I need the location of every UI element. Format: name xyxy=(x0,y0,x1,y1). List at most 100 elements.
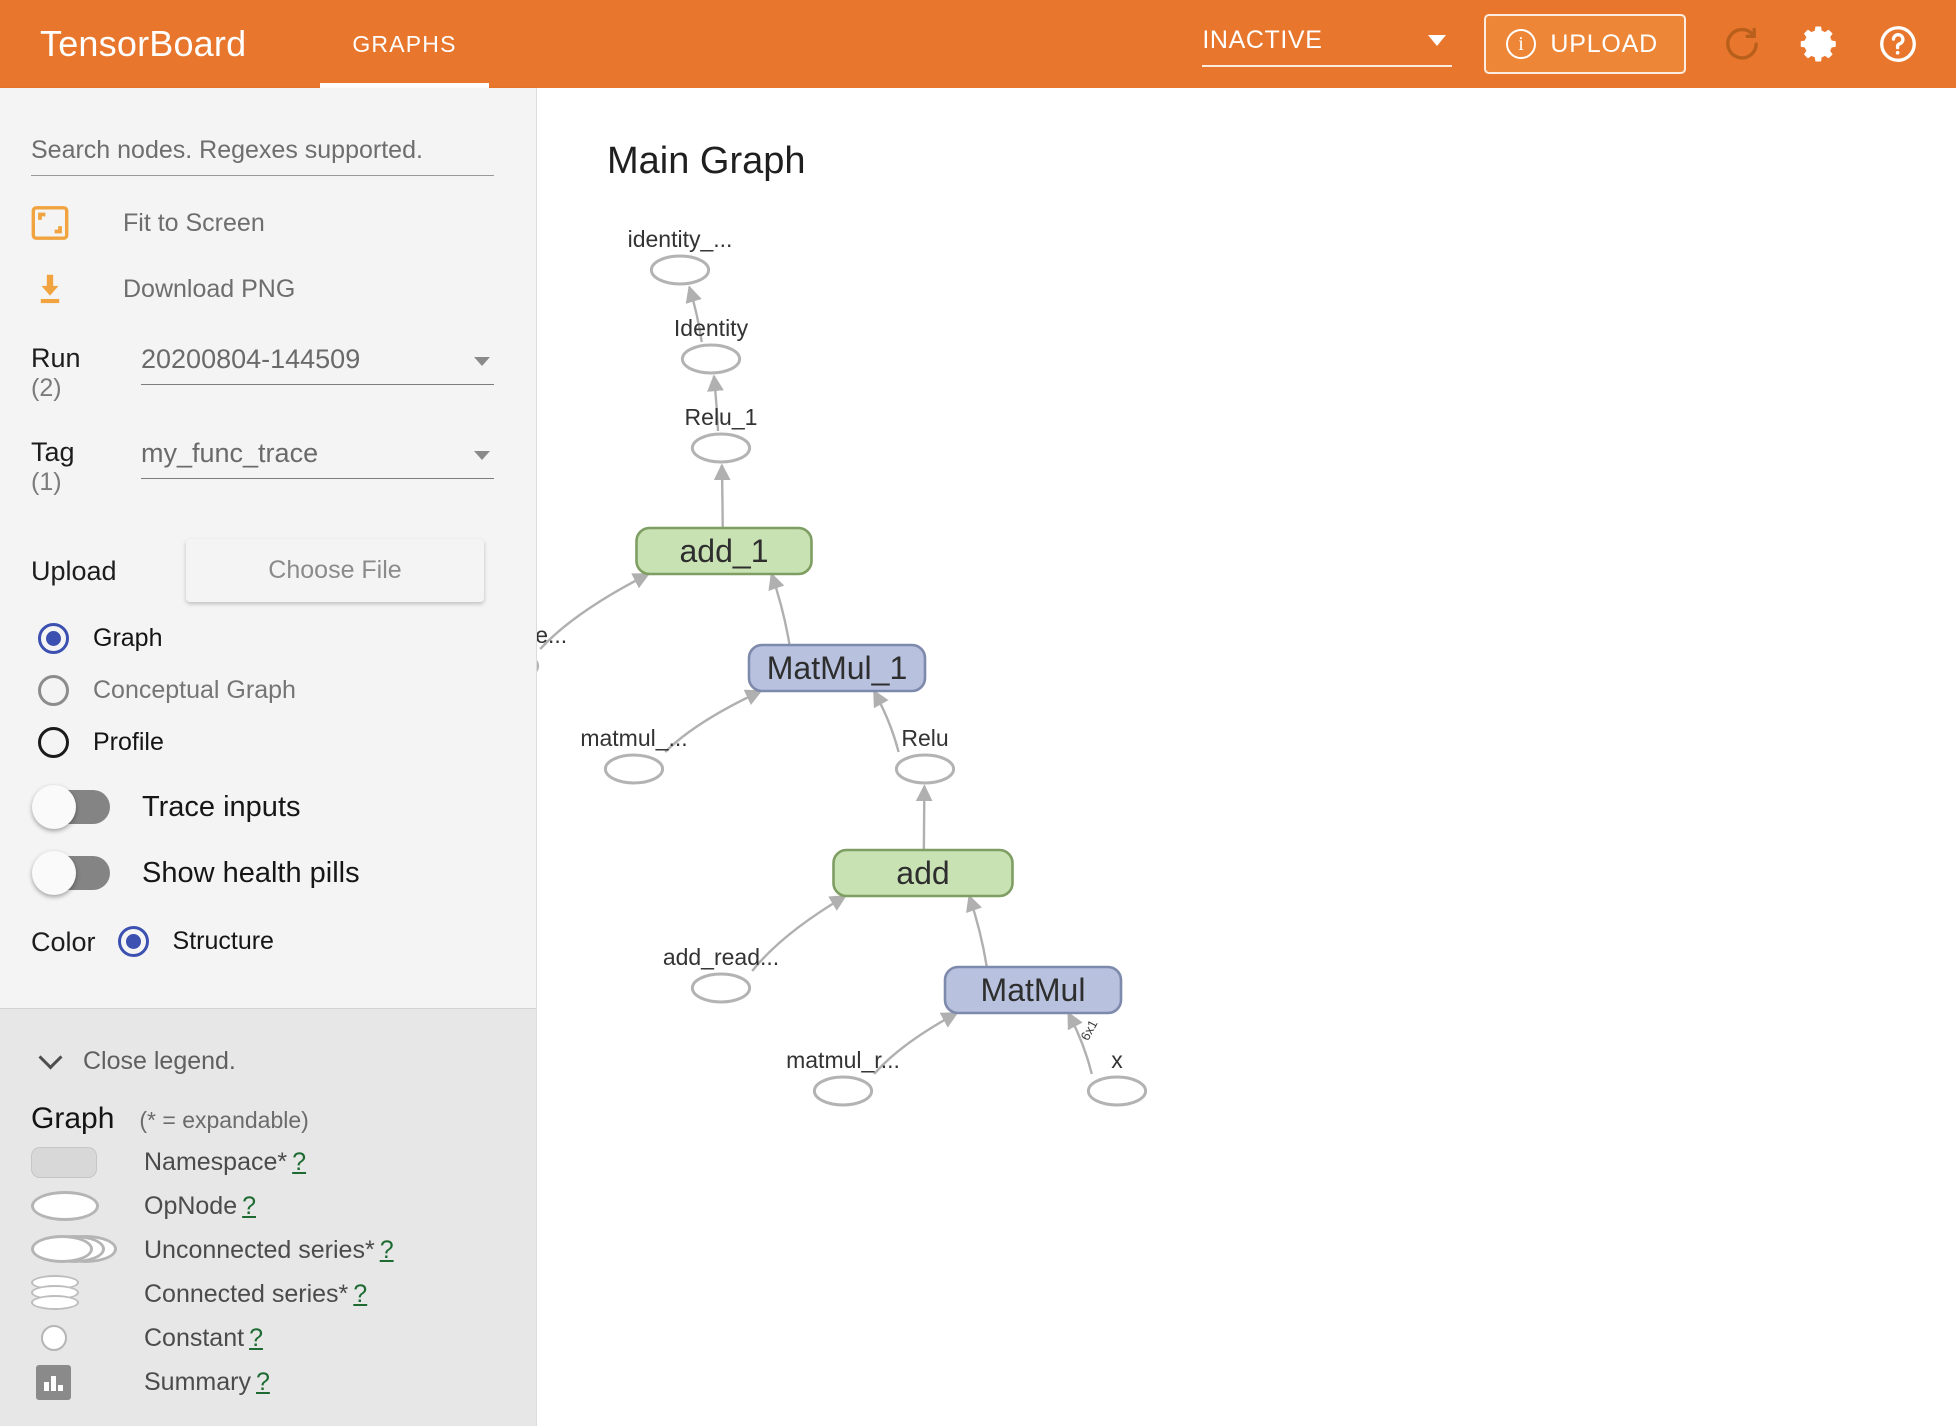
close-legend-button[interactable]: Close legend. xyxy=(38,1045,536,1076)
fit-to-screen-button[interactable]: Fit to Screen xyxy=(31,206,536,240)
graph-node-MatMul_1[interactable]: MatMul_1 xyxy=(747,643,927,693)
legend-item-namespace: Namespace*? xyxy=(31,1144,536,1180)
graph-edge xyxy=(707,374,724,432)
radio-conceptual-graph-icon xyxy=(38,675,69,707)
legend-label-opnode: OpNode xyxy=(144,1191,238,1220)
tag-label-group: Tag (1) xyxy=(31,437,141,496)
close-legend-label: Close legend. xyxy=(83,1047,236,1075)
radio-graph-label: Graph xyxy=(93,624,163,653)
page-title: Main Graph xyxy=(607,140,806,182)
radio-graph[interactable]: Graph xyxy=(38,623,536,655)
node-label: add_read... xyxy=(663,944,779,970)
show-health-pills-label: Show health pills xyxy=(142,856,360,889)
run-value: 20200804-144509 xyxy=(141,344,361,374)
graph-edge xyxy=(966,894,988,968)
graph-node-matmul_readvariableop[interactable]: matmul_... xyxy=(580,725,688,785)
node-label: add_1 xyxy=(680,533,769,569)
node-shape xyxy=(537,660,540,672)
legend-item-opnode: OpNode? xyxy=(31,1188,536,1224)
download-png-button[interactable]: Download PNG xyxy=(31,270,536,308)
download-icon xyxy=(40,274,60,304)
toggle-show-health-pills[interactable]: Show health pills xyxy=(32,851,536,896)
chevron-down-icon xyxy=(1428,34,1447,46)
graph-node-matmul_readvariableop_1[interactable]: matmul_r... xyxy=(786,1047,900,1107)
node-label: x xyxy=(1111,1047,1123,1073)
tab-graphs[interactable]: GRAPHS xyxy=(320,0,490,88)
run-label-group: Run (2) xyxy=(31,344,141,402)
help-link[interactable]: ? xyxy=(242,1191,257,1220)
graph-edge xyxy=(713,463,731,529)
node-shape xyxy=(832,848,1014,898)
legend-item-constant: Constant? xyxy=(31,1320,536,1356)
search-input[interactable] xyxy=(31,136,494,176)
node-label: MatMul_1 xyxy=(767,650,908,686)
upload-field: Upload Choose File xyxy=(31,539,536,603)
upload-button[interactable]: i UPLOAD xyxy=(1484,14,1686,74)
tag-select[interactable]: my_func_trace xyxy=(141,438,494,479)
help-icon[interactable] xyxy=(1876,22,1920,66)
node-shape xyxy=(1086,1075,1148,1107)
graph-node-Relu_1[interactable]: Relu_1 xyxy=(685,404,758,464)
radio-profile[interactable]: Profile xyxy=(38,727,536,759)
node-label: add_1_re... xyxy=(537,622,567,648)
show-health-pills-switch[interactable] xyxy=(32,851,110,896)
color-field: Color Structure xyxy=(31,926,536,981)
node-shape xyxy=(812,1075,874,1107)
graph-edge xyxy=(872,689,900,753)
legend-hint: (* = expandable) xyxy=(139,1107,309,1133)
node-shape xyxy=(747,643,927,693)
graph-node-identity_1[interactable]: identity_... xyxy=(628,226,733,286)
radio-graph-icon xyxy=(38,623,69,655)
graph-node-add_1_readvariableop[interactable]: add_1_re... xyxy=(537,622,567,680)
radio-structure-label: Structure xyxy=(172,927,274,956)
search-container xyxy=(0,88,536,176)
gear-icon[interactable] xyxy=(1798,22,1842,66)
namespace-icon xyxy=(31,1146,121,1178)
tag-value: my_func_trace xyxy=(141,437,319,468)
opnode-icon xyxy=(31,1191,121,1221)
legend-item-connected-series: Connected series*? xyxy=(31,1275,536,1312)
color-label: Color xyxy=(31,926,96,957)
help-link[interactable]: ? xyxy=(255,1367,270,1396)
refresh-icon[interactable] xyxy=(1720,22,1764,66)
graph-node-x[interactable]: x xyxy=(1086,1047,1148,1107)
graph-svg[interactable]: 6x1identity_...IdentityRelu_1add_1add_1_… xyxy=(537,88,1956,1426)
choose-file-button[interactable]: Choose File xyxy=(186,539,484,603)
graph-node-Relu[interactable]: Relu xyxy=(894,725,956,785)
run-field: Run (2) 20200804-144509 xyxy=(31,344,536,402)
graph-node-Identity[interactable]: Identity xyxy=(674,315,749,375)
toggle-trace-inputs[interactable]: Trace inputs xyxy=(32,785,536,830)
help-link[interactable]: ? xyxy=(353,1279,368,1308)
run-select[interactable]: 20200804-144509 xyxy=(141,344,494,385)
graph-node-add_readvariableop[interactable]: add_read... xyxy=(663,944,779,1004)
graph-node-MatMul[interactable]: MatMul xyxy=(943,965,1123,1015)
graph-edge xyxy=(915,784,933,851)
header-actions: INACTIVE i UPLOAD xyxy=(1202,14,1920,74)
node-shape xyxy=(603,753,665,785)
graph-node-add[interactable]: add xyxy=(832,848,1014,898)
graph-edge xyxy=(539,572,650,650)
legend-title: Graph xyxy=(31,1102,115,1135)
trace-inputs-label: Trace inputs xyxy=(142,790,301,823)
node-label: Relu_1 xyxy=(685,404,758,430)
node-label: Identity xyxy=(674,315,749,341)
node-label: matmul_r... xyxy=(786,1047,900,1073)
node-label: Relu xyxy=(901,725,948,751)
app-brand: TensorBoard xyxy=(40,23,247,64)
tag-count: (1) xyxy=(31,467,62,496)
legend-label-namespace: Namespace* xyxy=(144,1147,288,1176)
help-link[interactable]: ? xyxy=(249,1323,263,1352)
graph-node-add_1[interactable]: add_1 xyxy=(635,526,813,576)
radio-conceptual-graph[interactable]: Conceptual Graph xyxy=(38,675,536,707)
graph-edge xyxy=(768,572,791,646)
trace-inputs-switch[interactable] xyxy=(32,785,110,830)
radio-structure-icon[interactable] xyxy=(117,926,149,958)
node-shape xyxy=(894,753,956,785)
info-icon: i xyxy=(1506,29,1537,59)
upload-label: Upload xyxy=(31,555,117,586)
help-link[interactable]: ? xyxy=(292,1147,307,1176)
help-link[interactable]: ? xyxy=(379,1235,394,1264)
run-status-dropdown[interactable]: INACTIVE xyxy=(1202,22,1453,67)
legend-item-unconnected-series: Unconnected series*? xyxy=(31,1232,536,1268)
